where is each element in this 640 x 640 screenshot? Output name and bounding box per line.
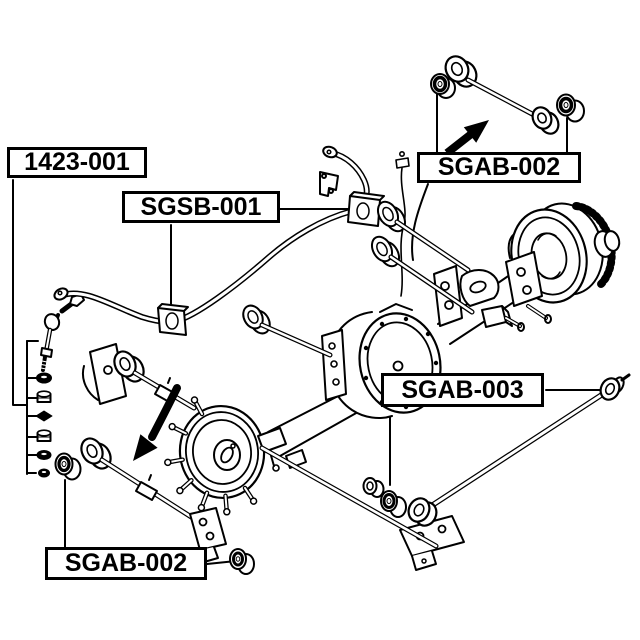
wheel-studs xyxy=(164,396,258,516)
stabilizer-link-kit xyxy=(35,293,85,478)
upper-arm-detached xyxy=(430,55,585,135)
arm-bushing-right xyxy=(556,93,585,123)
arrow-up-right-icon xyxy=(444,120,489,157)
part-label-sgab-003: SGAB-003 xyxy=(381,373,544,407)
shock-bracket xyxy=(505,251,552,324)
brake-drum-left xyxy=(164,396,307,516)
stabilizer-bracket-bushing xyxy=(347,191,385,227)
part-label-sgab-002-bottom: SGAB-002 xyxy=(45,547,207,580)
upper-control-arms xyxy=(242,200,475,358)
arm-bushing-left xyxy=(430,73,456,99)
link-hardware-stack xyxy=(35,372,53,478)
track-rod-bushing-detached xyxy=(362,477,407,518)
arm-bushing-detached-right xyxy=(229,548,255,575)
arrow-down-left-icon xyxy=(133,434,158,461)
link-ball-stud xyxy=(40,293,85,372)
track-rod xyxy=(362,373,631,527)
pointer-arrows xyxy=(133,120,489,461)
part-label-sgsb-001: SGSB-001 xyxy=(122,191,280,223)
part-label-1423-001: 1423-001 xyxy=(7,147,147,178)
spring-seat xyxy=(433,265,525,332)
stabilizer-bushing xyxy=(157,303,189,336)
stabilizer-bar xyxy=(53,145,385,336)
rear-axle-assembly xyxy=(82,202,621,571)
wheel-cylinder xyxy=(257,427,307,472)
part-label-sgab-002-top: SGAB-002 xyxy=(417,152,581,183)
trailing-arms xyxy=(80,350,439,563)
stabilizer-clamp-bracket xyxy=(319,171,339,197)
arrow-curved-shaft xyxy=(148,384,181,441)
arm-bushing-detached-left xyxy=(54,452,82,481)
